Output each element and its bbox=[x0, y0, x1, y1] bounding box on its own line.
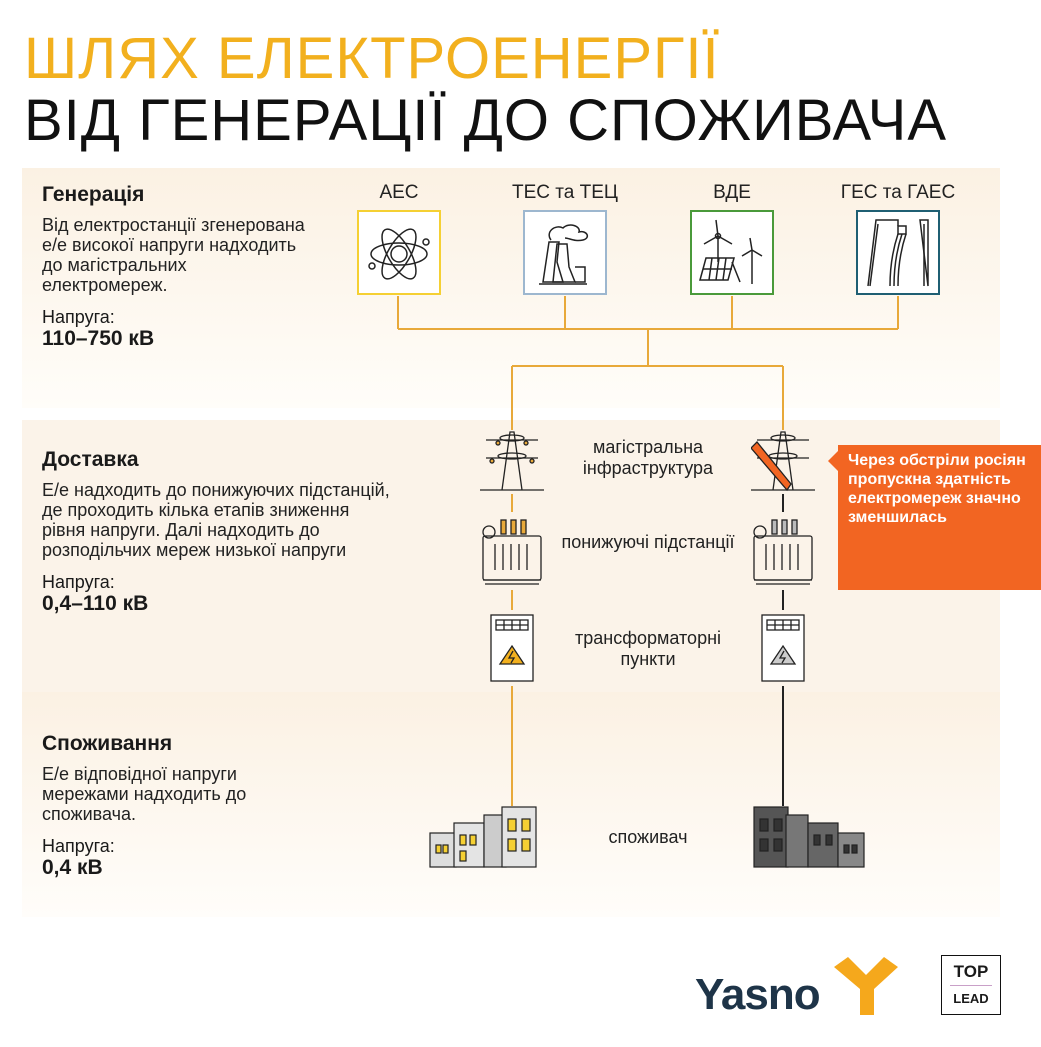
voltage-label: Напруга: bbox=[42, 572, 115, 592]
section-text: Е/е надходить до понижуючих підстанцій, … bbox=[42, 480, 390, 560]
factory-icon bbox=[523, 210, 607, 295]
voltage-label: Напруга: bbox=[42, 836, 115, 856]
section-text: Від електростанції згенерована е/е висок… bbox=[42, 215, 305, 295]
dam-icon bbox=[856, 210, 940, 295]
yasno-y-mark-icon bbox=[834, 957, 898, 1015]
voltage-label: Напруга: bbox=[42, 307, 115, 327]
stage-label-substations: понижуючі підстанції bbox=[561, 532, 735, 552]
transformer-point-icon bbox=[761, 614, 805, 682]
title-line-1: ШЛЯХ ЕЛЕКТРОЕНЕРГІЇ bbox=[24, 26, 720, 91]
top-lead-top: TOP bbox=[953, 962, 989, 981]
yasno-logo: Yasno bbox=[695, 970, 821, 1019]
damaged-tower-icon bbox=[751, 431, 815, 492]
damage-callout: Через обстріли росіян пропускна здатніст… bbox=[828, 445, 1041, 590]
stage-label-main-grid: магістральна інфраструктура bbox=[582, 437, 714, 478]
stage-label-transformer-points: трансформаторні пункти bbox=[574, 628, 722, 669]
section-generation: Генерація Від електростанції згенерована… bbox=[42, 183, 402, 351]
section-heading: Доставка bbox=[42, 448, 139, 471]
top-lead-logo: TOP LEAD bbox=[941, 955, 1001, 1015]
section-text: Е/е відповідної напруги мережами надходи… bbox=[42, 764, 247, 824]
transformer-icon bbox=[482, 519, 542, 585]
atom-icon bbox=[357, 210, 441, 295]
title-line-2: ВІД ГЕНЕРАЦІЇ ДО СПОЖИВАЧА bbox=[24, 88, 948, 153]
transformer-point-icon bbox=[490, 614, 534, 682]
transformer-icon bbox=[753, 519, 813, 585]
section-heading: Споживання bbox=[42, 732, 173, 755]
voltage-value: 0,4 кВ bbox=[42, 856, 103, 879]
plant-label: ВДЕ bbox=[713, 182, 751, 203]
power-tower-icon bbox=[480, 431, 544, 491]
consumer-buildings-lit-icon bbox=[429, 806, 537, 868]
plant-label: АЕС bbox=[379, 182, 419, 203]
section-heading: Генерація bbox=[42, 183, 145, 206]
section-delivery: Доставка Е/е надходить до понижуючих під… bbox=[42, 448, 402, 616]
plant-label: ГЕС та ГАЕС bbox=[840, 182, 956, 203]
section-consumption: Споживання Е/е відповідної напруги мереж… bbox=[42, 732, 402, 880]
stage-label-consumer: споживач bbox=[608, 827, 688, 847]
top-lead-lead: LEAD bbox=[953, 991, 989, 1006]
consumer-buildings-dark-icon bbox=[753, 806, 865, 868]
voltage-value: 0,4–110 кВ bbox=[42, 592, 149, 615]
wind-solar-icon bbox=[690, 210, 774, 295]
plant-label: ТЕС та ТЕЦ bbox=[512, 182, 618, 203]
voltage-value: 110–750 кВ bbox=[42, 327, 155, 350]
